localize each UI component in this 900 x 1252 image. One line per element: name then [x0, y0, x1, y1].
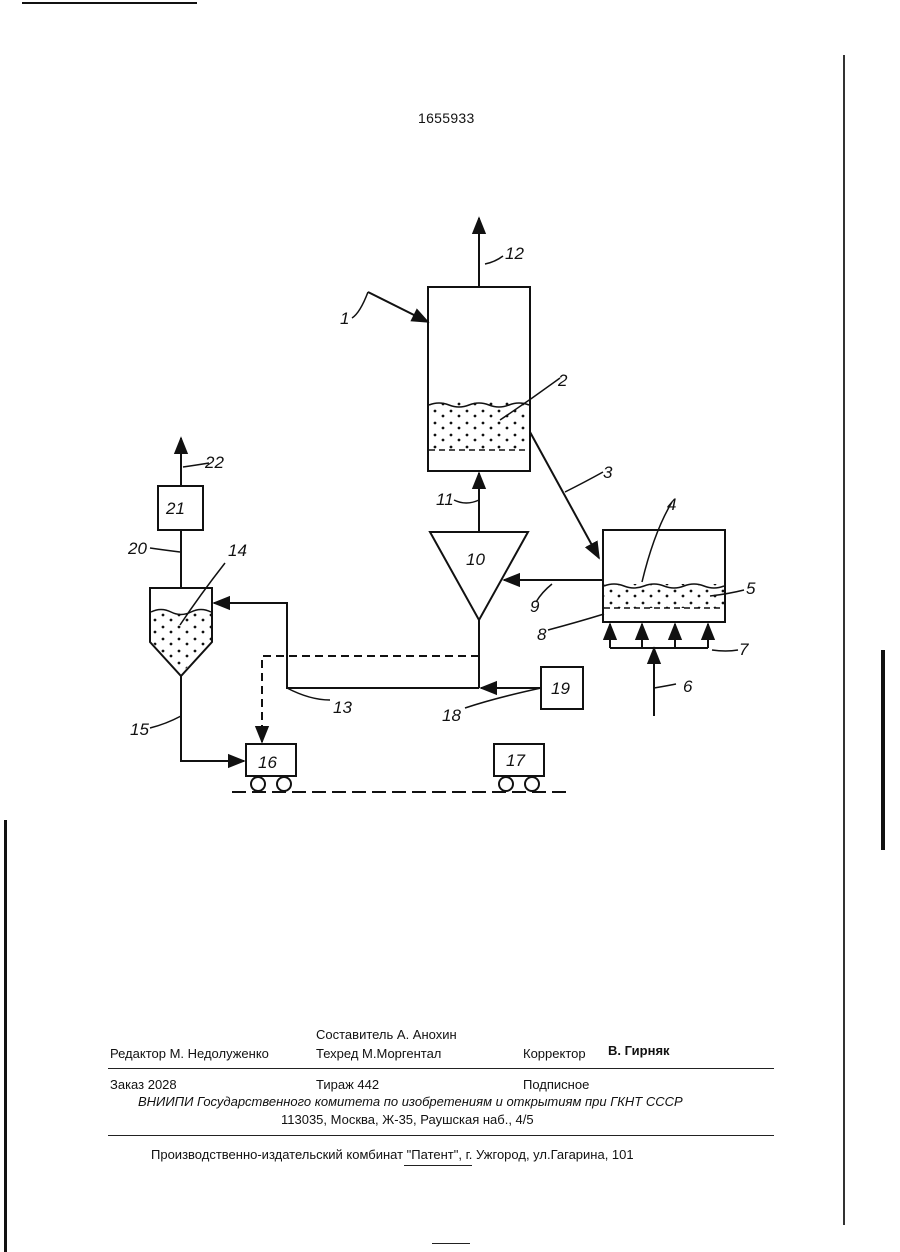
line-1 — [368, 292, 428, 322]
fluidized-bed — [604, 584, 724, 608]
label-17: 17 — [506, 751, 525, 770]
label-7: 7 — [739, 640, 749, 659]
label-14: 14 — [228, 541, 247, 560]
label-4: 4 — [667, 495, 676, 514]
label-1: 1 — [340, 309, 349, 328]
bottom-mark — [432, 1243, 470, 1244]
label-9: 9 — [530, 597, 540, 616]
organization: ВНИИПИ Государственного комитета по изоб… — [138, 1094, 683, 1109]
separator-cone — [430, 532, 528, 620]
label-2: 2 — [557, 371, 568, 390]
line-13 — [214, 603, 479, 688]
corrector-name: В. Гирняк — [608, 1043, 670, 1058]
label-11: 11 — [436, 490, 454, 509]
rule-2 — [108, 1135, 774, 1136]
label-18: 18 — [442, 706, 461, 725]
tech-editor: Техред М.Моргентал — [316, 1046, 441, 1061]
rule-1 — [108, 1068, 774, 1069]
publisher-underline — [404, 1165, 472, 1166]
reactor-bed — [429, 402, 529, 450]
process-diagram: 1 2 3 4 5 6 7 8 9 10 11 12 13 14 15 16 1… — [0, 0, 900, 830]
publisher: Производственно-издательский комбинат "П… — [151, 1147, 634, 1162]
label-20: 20 — [127, 539, 147, 558]
label-22: 22 — [204, 453, 224, 472]
dashed-line — [262, 656, 479, 742]
address: 113035, Москва, Ж-35, Раушская наб., 4/5 — [281, 1112, 534, 1127]
left-margin-line — [4, 820, 7, 1252]
label-13: 13 — [333, 698, 352, 717]
label-5: 5 — [746, 579, 756, 598]
line-3 — [530, 432, 599, 558]
corrector-label: Корректор — [523, 1046, 586, 1061]
label-10: 10 — [466, 550, 485, 569]
order: Заказ 2028 — [110, 1077, 177, 1092]
label-21: 21 — [165, 499, 185, 518]
label-15: 15 — [130, 720, 149, 739]
label-12: 12 — [505, 244, 524, 263]
circulation: Тираж 442 — [316, 1077, 379, 1092]
compiler: Составитель А. Анохин — [316, 1027, 457, 1042]
label-16: 16 — [258, 753, 277, 772]
line-15 — [181, 676, 244, 761]
label-19: 19 — [551, 679, 570, 698]
editor: Редактор М. Недолуженко — [110, 1046, 269, 1061]
label-8: 8 — [537, 625, 547, 644]
subscription: Подписное — [523, 1077, 589, 1092]
label-3: 3 — [603, 463, 613, 482]
label-6: 6 — [683, 677, 693, 696]
